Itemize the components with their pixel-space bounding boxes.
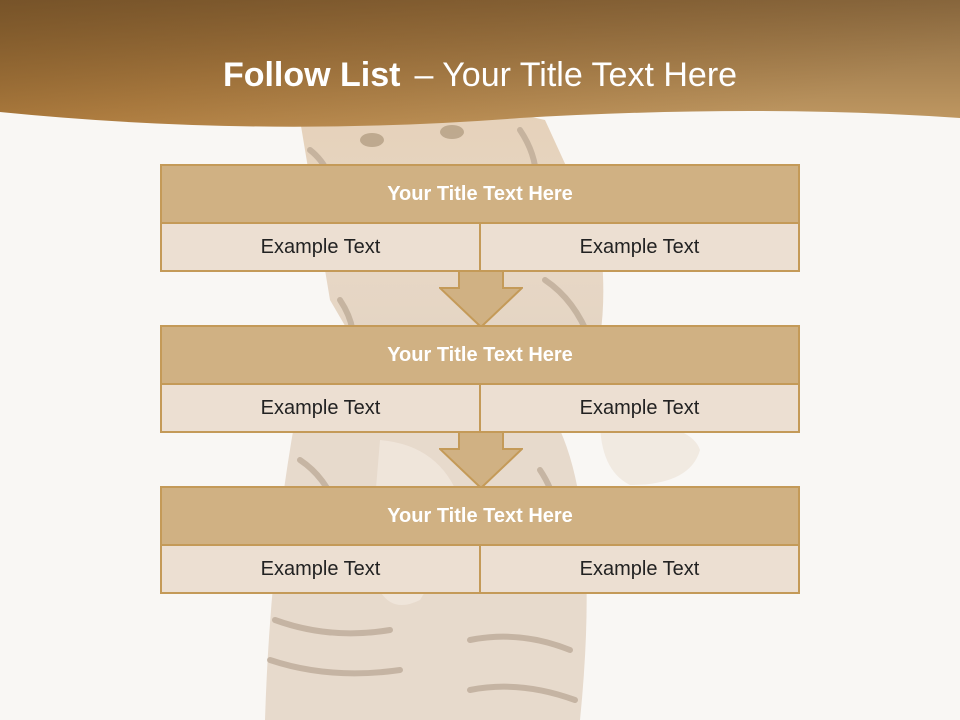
flow-block-1: Your Title Text Here Example Text Exampl…: [160, 164, 800, 272]
header-band: [0, 0, 960, 127]
flow-block-3: Your Title Text Here Example Text Exampl…: [160, 486, 800, 594]
block-title: Your Title Text Here: [162, 327, 798, 385]
block-row: Example Text Example Text: [162, 224, 798, 270]
title-rest: – Your Title Text Here: [414, 56, 738, 94]
block-cell-left: Example Text: [162, 546, 479, 592]
block-cell-left: Example Text: [162, 385, 479, 431]
title-bold: Follow List: [222, 56, 401, 94]
down-arrow-icon: [439, 431, 523, 489]
block-title: Your Title Text Here: [162, 488, 798, 546]
block-cell-right: Example Text: [479, 546, 798, 592]
slide-title: Follow List – Your Title Text Here: [0, 52, 960, 98]
block-cell-right: Example Text: [479, 385, 798, 431]
block-cell-left: Example Text: [162, 224, 479, 270]
block-row: Example Text Example Text: [162, 385, 798, 431]
block-row: Example Text Example Text: [162, 546, 798, 592]
down-arrow-icon: [439, 270, 523, 328]
flow-block-2: Your Title Text Here Example Text Exampl…: [160, 325, 800, 433]
block-cell-right: Example Text: [479, 224, 798, 270]
block-title: Your Title Text Here: [162, 166, 798, 224]
